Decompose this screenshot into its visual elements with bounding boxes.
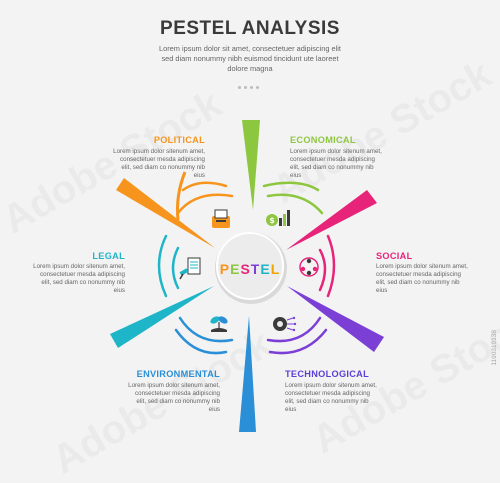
ballot-box-icon [212, 209, 230, 228]
center-letter: E [260, 261, 271, 277]
social-text: Lorem ipsum dolor sitenum amet, consecte… [376, 263, 468, 294]
page-subtitle: Lorem ipsum dolor sit amet, consectetuer… [159, 44, 341, 73]
ray-tech-right [287, 286, 384, 352]
ray-legal-left [110, 286, 214, 348]
arc-social-outline [318, 234, 336, 298]
arc-legal-outline [157, 234, 180, 298]
center-letter: L [270, 261, 281, 277]
center-letter: S [240, 261, 251, 277]
environmental-text: Lorem ipsum dolor sitenum amet, consecte… [128, 382, 220, 413]
center-letter: E [230, 261, 241, 277]
center-letter: T [250, 261, 261, 277]
plant-hand-icon [210, 316, 228, 332]
svg-text:$: $ [269, 216, 275, 225]
people-network-icon [299, 257, 319, 277]
center-letter: P [219, 261, 231, 277]
arc-political [176, 171, 187, 221]
gear-circuit-icon [273, 316, 297, 332]
ray-political-left [116, 178, 215, 248]
arc-political-outline [176, 181, 234, 215]
social-label: SOCIAL [376, 251, 413, 261]
pagination-dots [238, 76, 262, 89]
arc-environmental-outline [174, 316, 234, 355]
political-text: Lorem ipsum dolor sitenum amet, consecte… [113, 148, 205, 179]
legal-label: LEGAL [92, 251, 125, 261]
political-label: POLITICAL [153, 135, 205, 145]
technological-text: Lorem ipsum dolor sitenum amet, consecte… [285, 382, 377, 413]
ray-political-top [242, 120, 260, 210]
center-circle [216, 232, 284, 300]
arc-technological-outline [266, 316, 328, 355]
economical-text: Lorem ipsum dolor sitenum amet, consecte… [290, 148, 382, 179]
stock-id: 1190319138 [491, 330, 498, 366]
economical-label: ECONOMICAL [290, 135, 356, 145]
legal-text: Lorem ipsum dolor sitenum amet, consecte… [33, 263, 125, 294]
ray-env-bottom [239, 316, 256, 432]
arc-economical-outline [262, 181, 324, 215]
page-title: PESTEL ANALYSIS [160, 18, 340, 39]
money-growth-icon: $ [266, 210, 290, 226]
environmental-label: ENVIRONMENTAL [136, 369, 220, 379]
center-label: PESTEL [219, 261, 281, 277]
technological-label: TECHNOLOGICAL [285, 369, 370, 379]
legal-document-gavel-icon [179, 257, 201, 280]
ray-social-right [286, 190, 377, 250]
